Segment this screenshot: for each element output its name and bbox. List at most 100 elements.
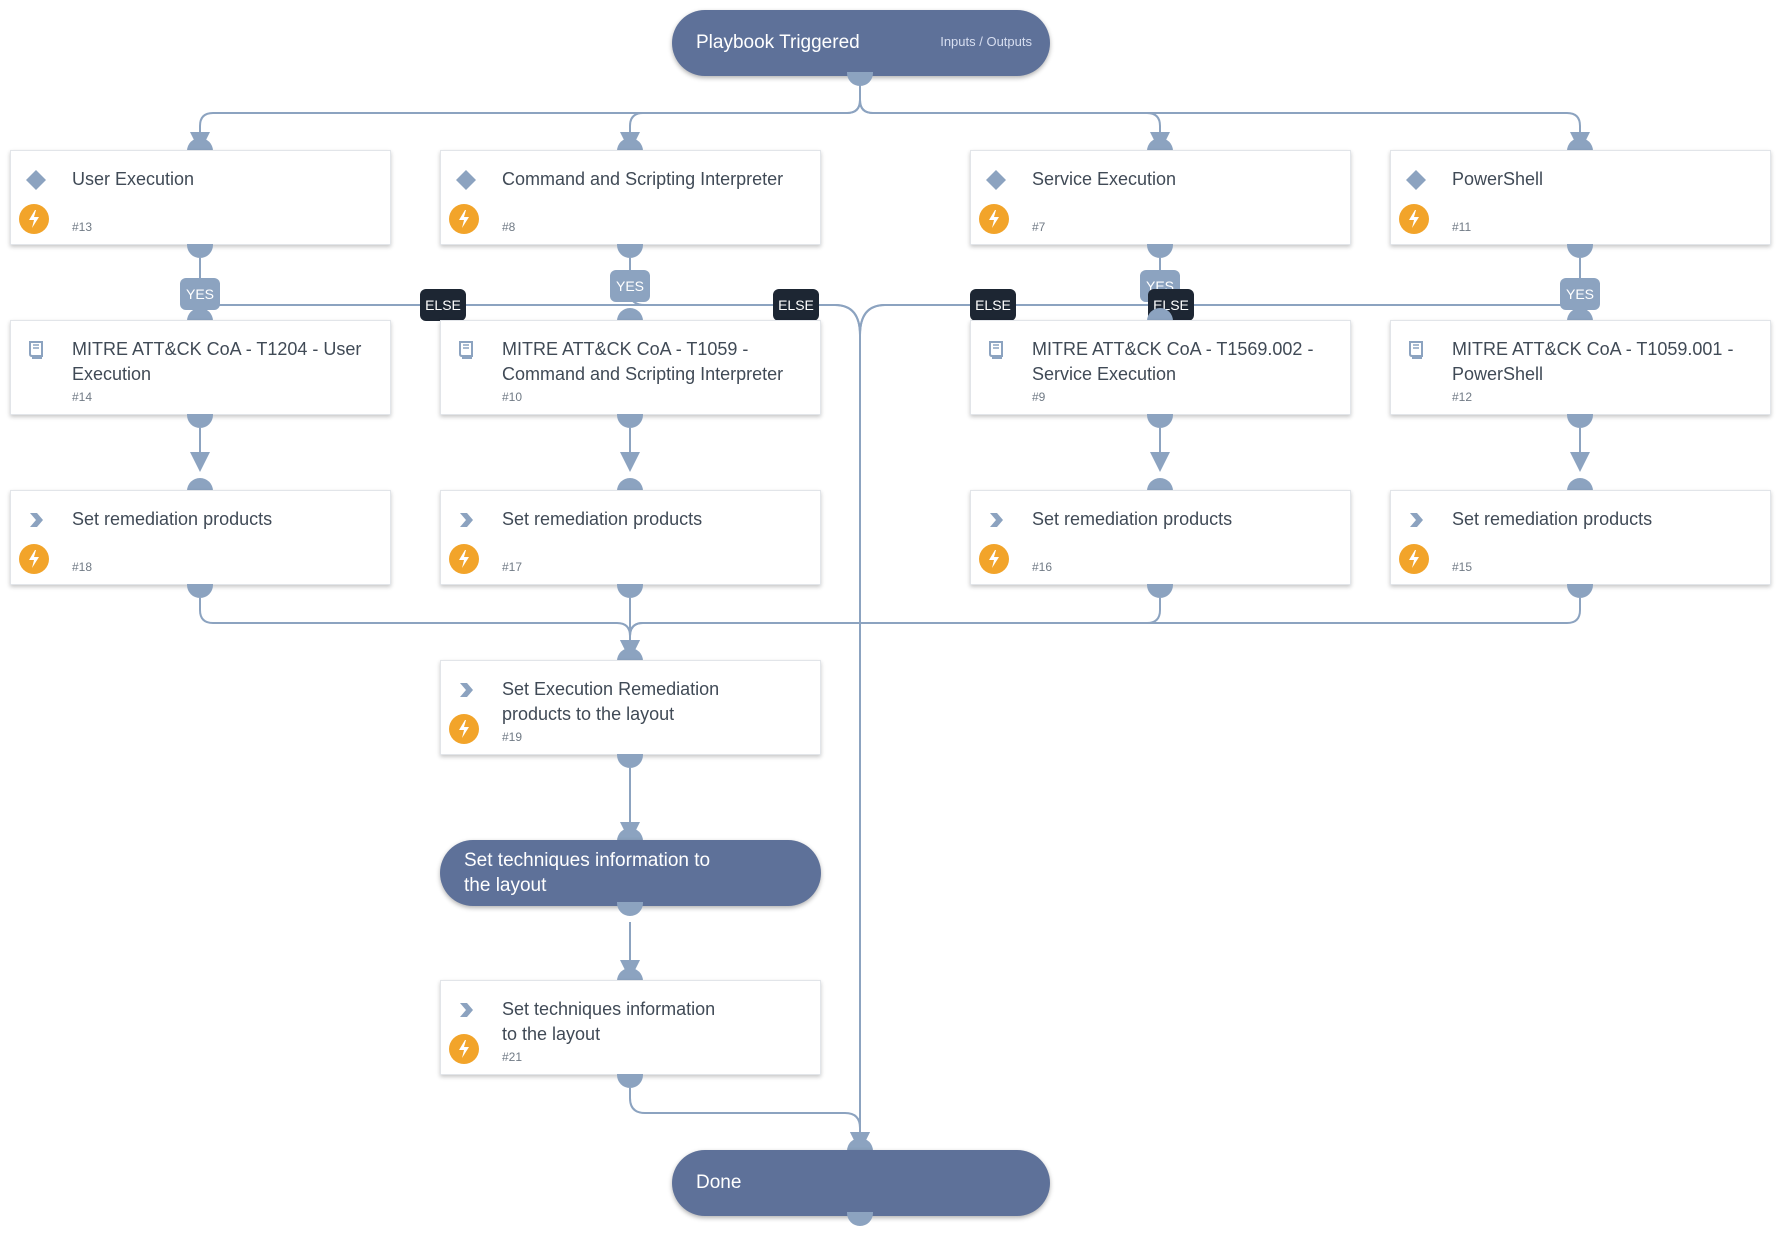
- t13-out-port[interactable]: [187, 244, 213, 258]
- lightning-icon: [449, 204, 479, 234]
- playbook-task-t1569[interactable]: MITRE ATT&CK CoA - T1569.002 - Service E…: [970, 320, 1351, 415]
- t16-in-port[interactable]: [1147, 478, 1173, 492]
- edge-start-t7: [859, 80, 1170, 152]
- edge-t15-t19: [629, 598, 1581, 637]
- done-node[interactable]: Done: [672, 1150, 1050, 1216]
- lightning-icon: [1399, 544, 1429, 574]
- task-number: #9: [1032, 390, 1046, 404]
- lightning-icon: [1399, 204, 1429, 234]
- task-title: Set remediation products: [502, 509, 703, 529]
- done-out-port[interactable]: [847, 1212, 873, 1226]
- book-icon: [989, 341, 1003, 359]
- t12-in-port[interactable]: [1567, 308, 1593, 322]
- task-number: #16: [1032, 560, 1053, 574]
- diamond-icon: [1406, 170, 1426, 190]
- t18-in-port[interactable]: [187, 478, 213, 492]
- diamond-icon: [26, 170, 46, 190]
- t7-out-port[interactable]: [1147, 244, 1173, 258]
- lightning-icon: [979, 204, 1009, 234]
- yes-label[interactable]: YES: [180, 278, 220, 310]
- edge-start-t13: [190, 80, 861, 152]
- task-number: #12: [1452, 390, 1473, 404]
- section-in-port[interactable]: [617, 828, 643, 842]
- t10-out-port[interactable]: [617, 414, 643, 428]
- diamond-icon: [986, 170, 1006, 190]
- t14-in-port[interactable]: [187, 308, 213, 322]
- task-title: Set Execution Remediation products to th…: [502, 679, 720, 724]
- playbook-triggered-node[interactable]: Playbook Triggered Inputs / Outputs: [672, 10, 1050, 76]
- task-number: #10: [502, 390, 523, 404]
- t8-in-port[interactable]: [617, 138, 643, 152]
- t19-in-port[interactable]: [617, 648, 643, 662]
- t15-in-port[interactable]: [1567, 478, 1593, 492]
- t12-out-port[interactable]: [1567, 414, 1593, 428]
- done-in-port[interactable]: [847, 1138, 873, 1152]
- else-label[interactable]: ELSE: [773, 289, 819, 321]
- task-title: Set remediation products: [72, 509, 273, 529]
- t21-out-port[interactable]: [617, 1074, 643, 1088]
- t14-out-port[interactable]: [187, 414, 213, 428]
- t18-out-port[interactable]: [187, 584, 213, 598]
- playbook-task-t1059-001[interactable]: MITRE ATT&CK CoA - T1059.001 - PowerShel…: [1390, 320, 1771, 415]
- edge-start-t8: [620, 80, 861, 152]
- script-task-set-remediation-18[interactable]: Set remediation products #18: [10, 490, 391, 585]
- task-number: #13: [72, 220, 93, 234]
- t11-in-port[interactable]: [1567, 138, 1593, 152]
- chevron-icon: [460, 513, 473, 527]
- edge-t16-t19: [629, 598, 1161, 637]
- t9-out-port[interactable]: [1147, 414, 1173, 428]
- yes-label[interactable]: YES: [1560, 278, 1600, 310]
- book-icon: [29, 341, 43, 359]
- condition-task-user-execution[interactable]: User Execution #13: [10, 150, 391, 245]
- t15-out-port[interactable]: [1567, 584, 1593, 598]
- else-label[interactable]: ELSE: [420, 289, 466, 321]
- script-task-set-execution-remediation[interactable]: Set Execution Remediation products to th…: [440, 660, 821, 755]
- task-title: Set remediation products: [1032, 509, 1233, 529]
- lightning-icon: [979, 544, 1009, 574]
- t11-out-port[interactable]: [1567, 244, 1593, 258]
- edge-start-t11: [859, 80, 1590, 152]
- section-header-techniques[interactable]: Set techniques information to the layout: [440, 840, 821, 906]
- start-out-port[interactable]: [847, 72, 873, 86]
- task-number: #15: [1452, 560, 1473, 574]
- chevron-icon: [460, 683, 473, 697]
- condition-task-service-execution[interactable]: Service Execution #7: [970, 150, 1351, 245]
- playbook-task-t1204[interactable]: MITRE ATT&CK CoA - T1204 - User Executio…: [10, 320, 391, 415]
- book-icon: [1409, 341, 1423, 359]
- t7-in-port[interactable]: [1147, 138, 1173, 152]
- diamond-icon: [456, 170, 476, 190]
- t10-in-port[interactable]: [617, 308, 643, 322]
- yes-label[interactable]: YES: [610, 270, 650, 302]
- t9-in-port[interactable]: [1147, 308, 1173, 322]
- t16-out-port[interactable]: [1147, 584, 1173, 598]
- script-task-set-techniques-info[interactable]: Set techniques information to the layout…: [440, 980, 821, 1075]
- script-task-set-remediation-17[interactable]: Set remediation products #17: [440, 490, 821, 585]
- t17-out-port[interactable]: [617, 584, 643, 598]
- script-task-set-remediation-16[interactable]: Set remediation products #16: [970, 490, 1351, 585]
- end-title: Done: [696, 1172, 742, 1193]
- task-title: MITRE ATT&CK CoA - T1059.001 - PowerShel…: [1452, 339, 1734, 384]
- lightning-icon: [449, 544, 479, 574]
- t13-in-port[interactable]: [187, 138, 213, 152]
- condition-task-command-scripting[interactable]: Command and Scripting Interpreter #8: [440, 150, 821, 245]
- task-title: User Execution: [72, 169, 195, 189]
- playbook-task-t1059[interactable]: MITRE ATT&CK CoA - T1059 - Command and S…: [440, 320, 821, 415]
- task-number: #11: [1452, 220, 1472, 234]
- section-out-port[interactable]: [617, 902, 643, 916]
- script-task-set-remediation-15[interactable]: Set remediation products #15: [1390, 490, 1771, 585]
- lightning-icon: [19, 204, 49, 234]
- task-title: PowerShell: [1452, 169, 1544, 189]
- task-number: #7: [1032, 220, 1046, 234]
- task-title: Set remediation products: [1452, 509, 1653, 529]
- t19-out-port[interactable]: [617, 754, 643, 768]
- t8-out-port[interactable]: [617, 244, 643, 258]
- t21-in-port[interactable]: [617, 968, 643, 982]
- chevron-icon: [460, 1003, 473, 1017]
- t17-in-port[interactable]: [617, 478, 643, 492]
- chevron-icon: [30, 513, 43, 527]
- else-label[interactable]: ELSE: [970, 289, 1016, 321]
- condition-task-powershell[interactable]: PowerShell #11: [1390, 150, 1771, 245]
- inputs-outputs-link[interactable]: Inputs / Outputs: [940, 34, 1032, 49]
- task-number: #18: [72, 560, 93, 574]
- task-title: Service Execution: [1032, 169, 1177, 189]
